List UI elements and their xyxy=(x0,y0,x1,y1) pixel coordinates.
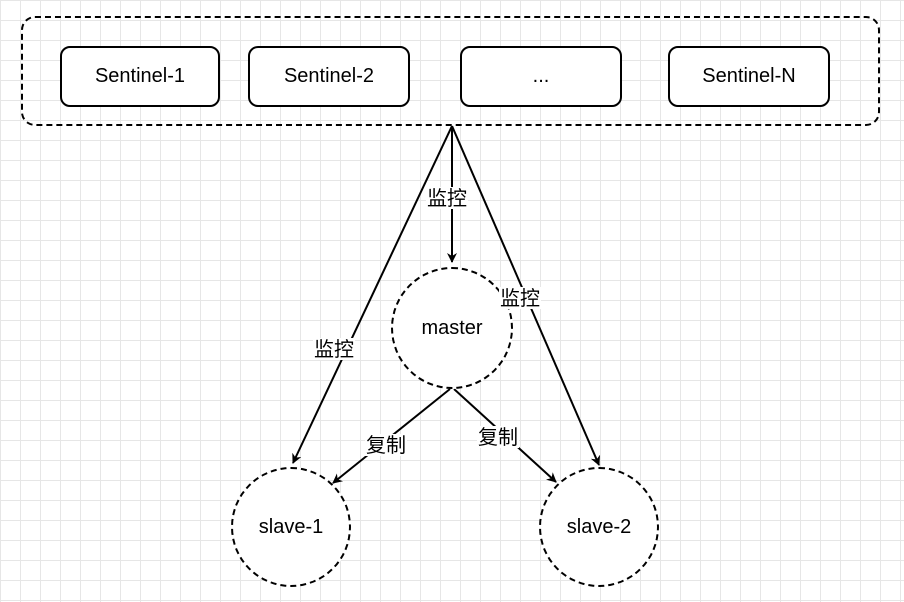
slave-1-label: slave-1 xyxy=(258,515,324,538)
slave-2-node[interactable]: slave-2 xyxy=(539,467,659,587)
sentinel-1-node[interactable]: Sentinel-1 xyxy=(60,46,220,107)
edge-monitor-slave1 xyxy=(292,125,453,464)
sentinel-2-label: Sentinel-2 xyxy=(283,65,375,87)
sentinel-2-node[interactable]: Sentinel-2 xyxy=(248,46,410,107)
master-label: master xyxy=(421,316,483,339)
slave-1-node[interactable]: slave-1 xyxy=(231,467,351,587)
sentinel-ellipsis-label: ... xyxy=(532,65,550,87)
sentinel-ellipsis-node[interactable]: ... xyxy=(460,46,622,107)
slave-2-label: slave-2 xyxy=(566,515,632,538)
sentinel-n-label: Sentinel-N xyxy=(702,65,796,87)
sentinel-n-node[interactable]: Sentinel-N xyxy=(668,46,830,107)
label-replicate-slave1: 复制 xyxy=(365,433,407,457)
label-monitor-slave1: 监控 xyxy=(313,337,355,361)
sentinel-cluster-group xyxy=(21,16,880,126)
sentinel-1-label: Sentinel-1 xyxy=(94,65,186,87)
label-monitor-slave2: 监控 xyxy=(499,286,541,310)
label-monitor-master: 监控 xyxy=(426,186,468,210)
master-node[interactable]: master xyxy=(391,267,513,389)
label-replicate-slave2: 复制 xyxy=(477,425,519,449)
